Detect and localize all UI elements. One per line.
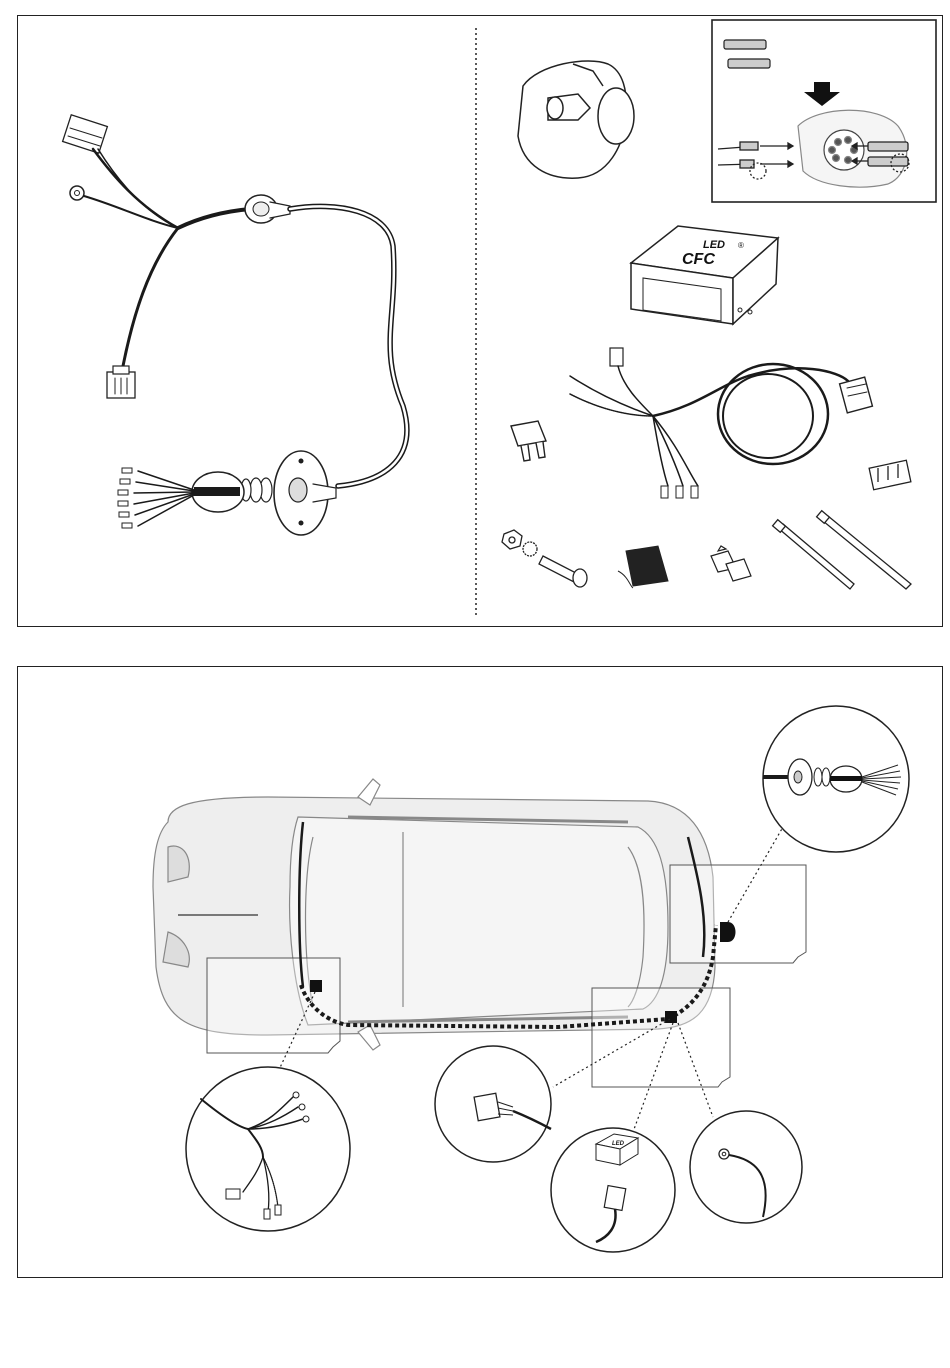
- oval-seal-icon: [192, 472, 244, 512]
- blade-fuse-icon: [511, 421, 546, 461]
- small-connector-icon: [107, 366, 135, 398]
- socket-detail-circle: [763, 706, 909, 852]
- multi-pin-connector-icon: [63, 115, 108, 153]
- cable-ties-icon: [773, 511, 911, 589]
- module-detail-circle: LED: [551, 1128, 675, 1252]
- parts-overview-drawing: LED CFC ®: [18, 16, 944, 628]
- ground-detail-circle: [690, 1111, 802, 1223]
- bolt-nut-washer-icon: [502, 530, 587, 587]
- installation-route-panel: LED: [17, 666, 943, 1278]
- led-cfc-module: LED CFC ®: [631, 226, 778, 324]
- trailer-socket-icon: [518, 61, 634, 178]
- parts-overview-panel: LED CFC ®: [17, 15, 943, 627]
- socket-mounting-plate-icon: [274, 451, 336, 535]
- rear-area-box: [670, 865, 806, 963]
- rubber-grommet-icon: [245, 195, 290, 223]
- side-area-box: [592, 988, 730, 1087]
- installation-route-drawing: LED: [18, 667, 944, 1279]
- module-badge: CFC: [682, 251, 715, 268]
- cable-clips-icon: [711, 546, 751, 581]
- module-led-label: LED: [703, 239, 725, 251]
- connector-clip-icon: [869, 460, 911, 489]
- front-connector-marker: [310, 980, 322, 992]
- adhesive-pad-icon: [618, 546, 668, 588]
- module-trademark: ®: [738, 241, 744, 250]
- pin-detail-inset: [712, 20, 936, 202]
- main-wiring-harness: [63, 115, 407, 535]
- harness-connector-icon: [840, 377, 873, 413]
- front-area-box: [207, 958, 340, 1053]
- ground-ring-terminal-icon: [70, 186, 84, 200]
- module-location-marker: [665, 1011, 677, 1023]
- front-harness-detail-circle: [186, 1067, 350, 1231]
- mini-module-led-label: LED: [612, 1141, 625, 1147]
- cable-bellows-icon: [241, 478, 272, 502]
- wire-terminals: [118, 468, 194, 528]
- connector-detail-circle: [435, 1046, 551, 1162]
- socket-location-marker: [720, 922, 736, 942]
- module-harness: [570, 348, 872, 498]
